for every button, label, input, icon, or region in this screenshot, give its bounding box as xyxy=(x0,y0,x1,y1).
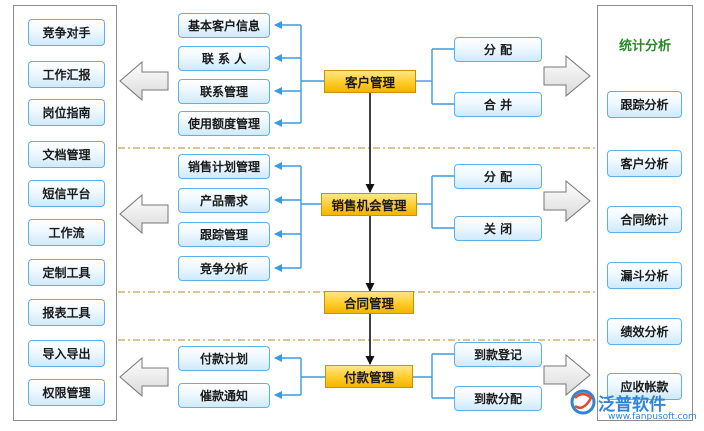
payment-plan-box[interactable]: 付款计划 xyxy=(178,346,270,371)
left-item-competitors[interactable]: 竞争对手 xyxy=(28,19,105,46)
watermark-url: www.fanpusoft.com xyxy=(608,412,697,422)
competition-analysis-box[interactable]: 竞争分析 xyxy=(178,256,270,281)
stats-title: 统计分析 xyxy=(618,39,671,54)
watermark-brand: 泛普软件 xyxy=(598,395,666,415)
right-item-contract-stats[interactable]: 合同统计 xyxy=(607,206,682,233)
customer-merge-box[interactable]: 合 并 xyxy=(454,92,542,117)
left-item-sms-platform[interactable]: 短信平台 xyxy=(28,180,105,207)
contract-mgmt-box[interactable]: 合同管理 xyxy=(324,291,414,314)
right-item-tracking-analysis[interactable]: 跟踪分析 xyxy=(607,91,682,118)
right-block-arrow xyxy=(543,179,591,223)
opportunity-close-box[interactable]: 关 闭 xyxy=(454,216,542,241)
left-item-permission-mgmt[interactable]: 权限管理 xyxy=(28,379,105,406)
right-item-receivables[interactable]: 应收帐款 xyxy=(607,373,682,400)
payment-allocation-box[interactable]: 到款分配 xyxy=(454,386,542,411)
left-item-custom-tools[interactable]: 定制工具 xyxy=(28,259,105,286)
contact-person-box[interactable]: 联 系 人 xyxy=(178,46,270,71)
left-item-document-mgmt[interactable]: 文档管理 xyxy=(28,141,105,168)
left-item-import-export[interactable]: 导入导出 xyxy=(28,340,105,367)
right-block-arrow xyxy=(543,54,591,98)
contact-mgmt-box[interactable]: 联系管理 xyxy=(178,79,270,104)
customer-assign-box[interactable]: 分 配 xyxy=(454,37,542,62)
left-block-arrow xyxy=(119,60,169,102)
credit-limit-mgmt-box[interactable]: 使用额度管理 xyxy=(178,111,270,136)
left-block-arrow xyxy=(119,356,169,398)
right-item-customer-analysis[interactable]: 客户分析 xyxy=(607,150,682,177)
sales-plan-mgmt-box[interactable]: 销售计划管理 xyxy=(178,154,270,179)
right-item-funnel-analysis[interactable]: 漏斗分析 xyxy=(607,262,682,289)
left-item-work-report[interactable]: 工作汇报 xyxy=(28,61,105,88)
left-item-report-tools[interactable]: 报表工具 xyxy=(28,299,105,326)
dunning-notice-box[interactable]: 催款通知 xyxy=(178,383,270,408)
right-block-arrow xyxy=(543,353,591,397)
basic-customer-info-box[interactable]: 基本客户信息 xyxy=(178,13,270,38)
product-demand-box[interactable]: 产品需求 xyxy=(178,188,270,213)
opportunity-assign-box[interactable]: 分 配 xyxy=(454,164,542,189)
customer-mgmt-box[interactable]: 客户管理 xyxy=(324,70,416,93)
payment-register-box[interactable]: 到款登记 xyxy=(454,342,542,367)
opportunity-mgmt-box[interactable]: 销售机会管理 xyxy=(321,193,417,216)
right-item-performance-analysis[interactable]: 绩效分析 xyxy=(607,318,682,345)
watermark-logo xyxy=(570,389,596,415)
left-item-workflow[interactable]: 工作流 xyxy=(28,219,105,246)
left-item-position-guide[interactable]: 岗位指南 xyxy=(28,99,105,126)
payment-mgmt-box[interactable]: 付款管理 xyxy=(325,365,413,388)
left-block-arrow xyxy=(119,193,169,235)
tracking-mgmt-box[interactable]: 跟踪管理 xyxy=(178,222,270,247)
